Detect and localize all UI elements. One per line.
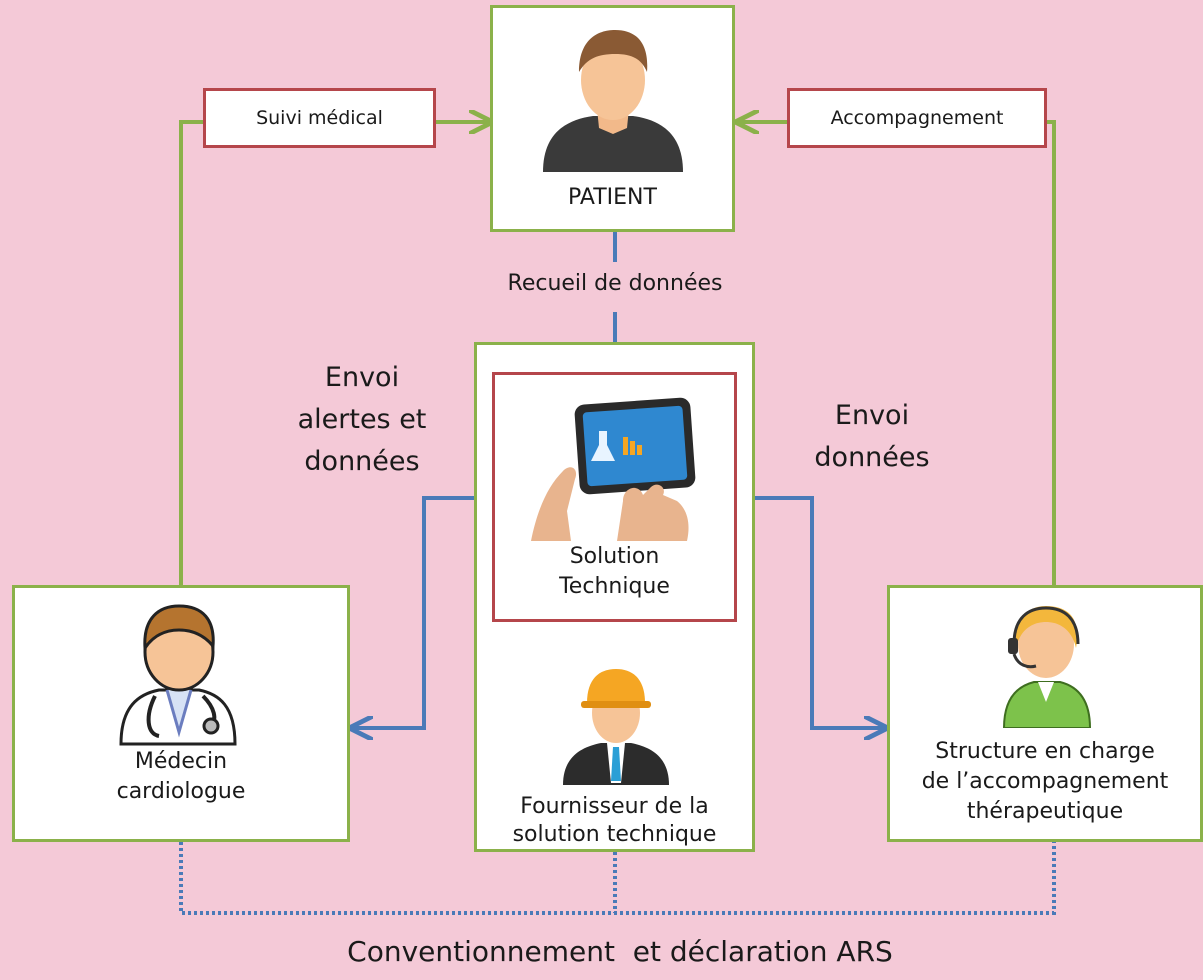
suivi-medical-tag: Suivi médical: [203, 88, 436, 148]
edge-envoi-donnees: [737, 496, 883, 728]
envoi-donnees-label-line1: Envoi: [834, 400, 910, 431]
doctor-stethoscope-icon: [119, 604, 237, 746]
provider-label-line1: Fournisseur de la: [520, 794, 709, 819]
solution-node: Solution Technique: [492, 372, 737, 622]
provider-label-line2: solution technique: [512, 822, 717, 847]
alertes-label-line2: alertes et: [297, 404, 427, 435]
structure-label-line2: de l’accompagnement: [921, 769, 1169, 794]
patient-node: PATIENT: [490, 5, 735, 232]
solution-label-line1: Solution: [569, 544, 660, 569]
doctor-node: Médecin cardiologue: [12, 585, 350, 842]
edge-alertes: [354, 496, 492, 728]
patient-label: PATIENT: [568, 185, 657, 210]
alertes-label-line1: Envoi: [324, 362, 400, 393]
engineer-icon: [563, 669, 669, 785]
tablet-touch-icon: [531, 397, 696, 541]
edge-suivi-medical: [179, 120, 203, 585]
envoi-donnees-label-line2: données: [814, 442, 930, 473]
structure-label-line3: thérapeutique: [966, 799, 1124, 824]
structure-node: Structure en charge de l’accompagnement …: [887, 585, 1203, 842]
patient-avatar-icon: [543, 30, 683, 172]
headset-operator-icon: [1002, 606, 1092, 728]
edge-accompagnement: [1047, 120, 1056, 585]
recueil-label: Recueil de données: [507, 271, 723, 296]
solution-label-line2: Technique: [559, 574, 670, 599]
accompagnement-tag: Accompagnement: [787, 88, 1047, 148]
doctor-label-line2: cardiologue: [116, 779, 246, 804]
edge-convention: [179, 842, 1056, 915]
convention-label: Conventionnement et déclaration ARS: [347, 935, 893, 968]
structure-label-line1: Structure en charge: [935, 739, 1155, 764]
doctor-label-line1: Médecin: [134, 749, 228, 774]
alertes-label-line3: données: [304, 446, 420, 477]
